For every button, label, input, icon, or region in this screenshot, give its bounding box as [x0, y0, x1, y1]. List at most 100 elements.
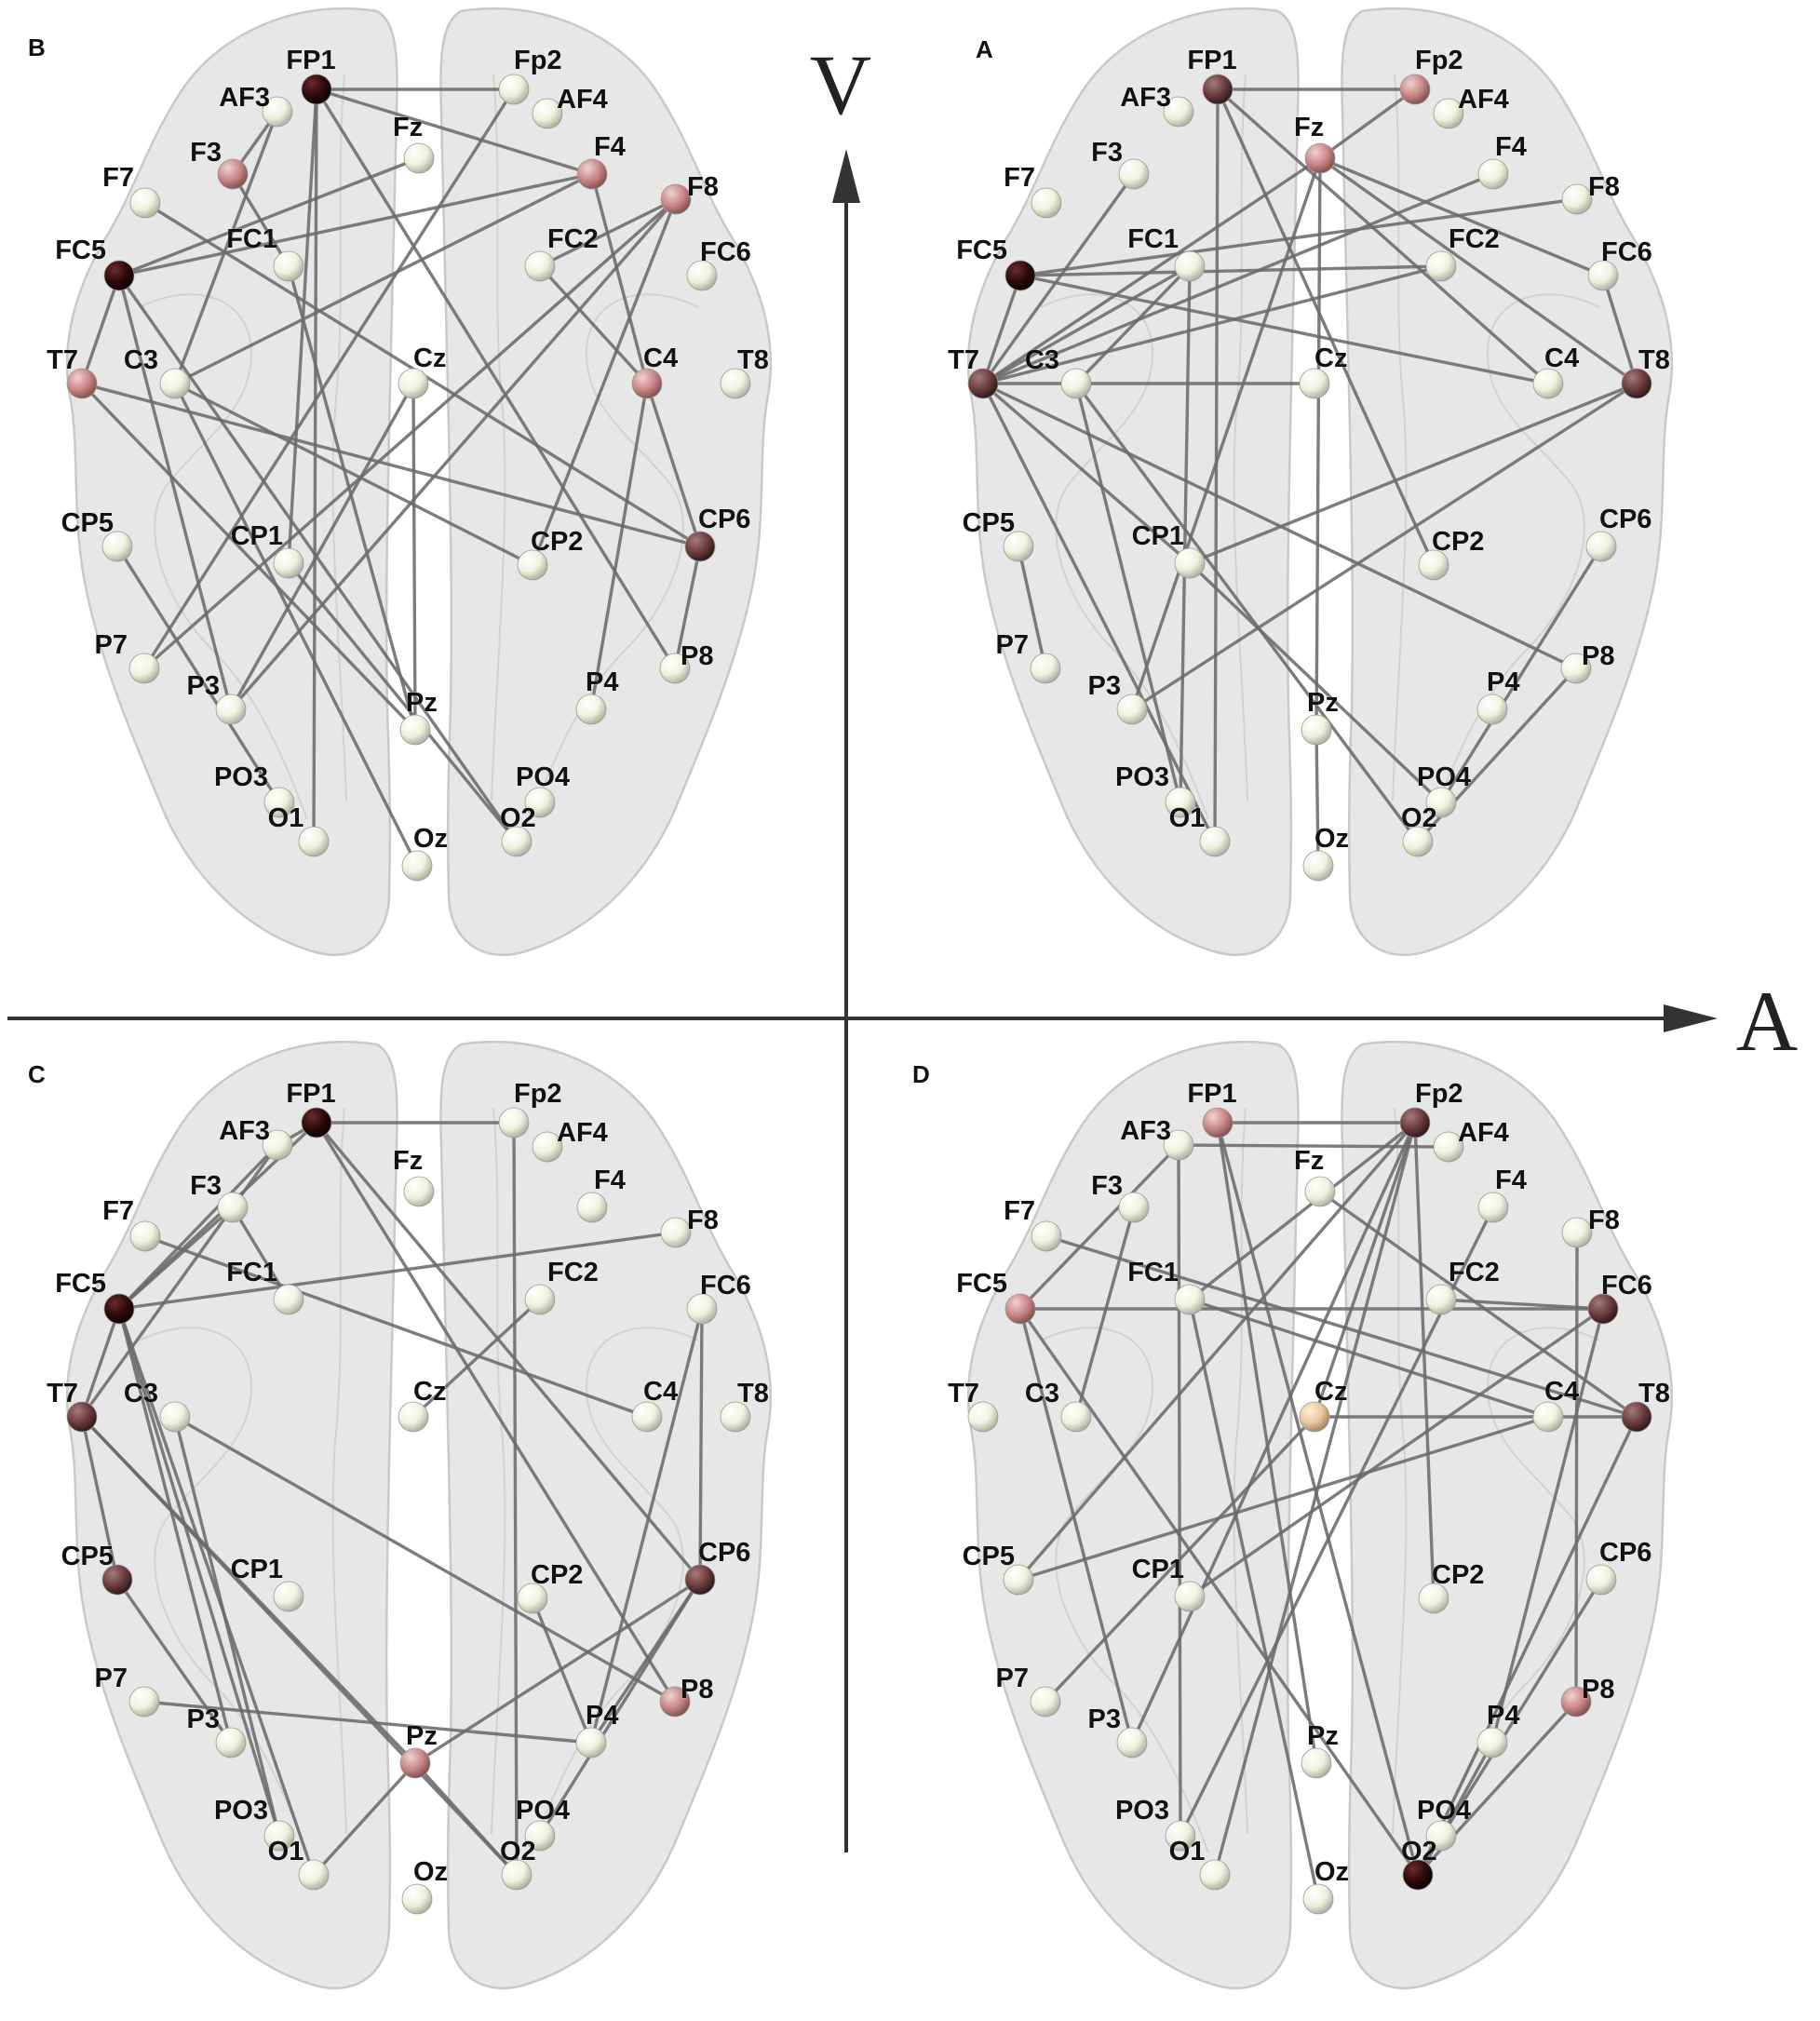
electrode-label: O1: [268, 1837, 304, 1866]
edge-fc5-o2: [1018, 1307, 1420, 1877]
electrode-label: CP1: [1132, 1555, 1184, 1584]
edge-fc5-o2: [117, 274, 519, 843]
electrode-node: [1003, 531, 1034, 562]
electrode-p7: P7: [995, 630, 1061, 684]
electrode-label: CP6: [698, 505, 750, 534]
electrode-label: F3: [1091, 138, 1123, 168]
electrode-label: C3: [1025, 1379, 1059, 1408]
edge-fc6-p4: [1490, 1307, 1605, 1745]
electrode-node: [1418, 549, 1449, 581]
electrode-label: F3: [1091, 1171, 1123, 1201]
electrode-node: [129, 1220, 161, 1252]
electrode-cp6: CP6: [684, 505, 751, 562]
electrode-node: [1163, 96, 1194, 128]
edge-fc5-p3: [117, 1307, 233, 1745]
electrode-node: [1003, 1564, 1034, 1596]
electrode-node: [1060, 1401, 1092, 1433]
electrode-label: P7: [95, 1664, 128, 1693]
electrode-node: [660, 183, 692, 215]
left-medial-fold: [331, 74, 347, 802]
edge-c4-cp6: [645, 382, 702, 548]
edge-fz-fc6: [1318, 156, 1605, 277]
electrode-cp1: CP1: [1131, 1555, 1206, 1612]
edge-f4-fc5: [117, 172, 594, 277]
electrode-node: [532, 1131, 563, 1163]
electrode-node: [1477, 1192, 1509, 1223]
electrode-fc1: FC1: [1127, 1258, 1206, 1315]
edge-fc5-c4: [1018, 274, 1550, 385]
edge-fz-p3: [1130, 156, 1322, 711]
electrode-node: [576, 158, 608, 190]
electrode-node: [301, 1107, 332, 1138]
electrode-label: FC2: [547, 1258, 599, 1287]
electrode-f7: F7: [102, 163, 161, 219]
electrode-node: [501, 1859, 533, 1891]
electrode-label: P7: [996, 630, 1029, 660]
right-medial-fold: [491, 74, 506, 802]
edge-c3-po3: [173, 1415, 281, 1838]
electrode-label: PO4: [516, 1796, 570, 1826]
electrode-node: [720, 368, 751, 399]
electrode-node: [399, 714, 431, 746]
electrode-label: P8: [1582, 641, 1614, 671]
electrode-po4: PO4: [1417, 762, 1472, 818]
electrode-node: [1304, 142, 1336, 174]
electrode-p4: P4: [575, 667, 619, 725]
edge-af3-c3: [173, 110, 279, 385]
edge-fp1-o1: [312, 88, 318, 843]
electrode-label: O1: [268, 803, 304, 833]
edge-c3-f3: [1074, 1206, 1136, 1419]
electrode-fc5: FC5: [55, 1269, 135, 1325]
electrode-p7: P7: [94, 1664, 160, 1718]
electrode-label: P7: [996, 1664, 1029, 1693]
electrode-fc2: FC2: [524, 1258, 599, 1315]
edge-f8-p7: [142, 197, 678, 670]
electrode-t8: T8: [720, 345, 769, 399]
electrode-label: CP1: [231, 521, 283, 551]
edge-fc5-p3: [1018, 1307, 1134, 1745]
electrode-cp1: CP1: [230, 521, 304, 579]
electrode-node: [215, 694, 247, 725]
electrode-label: F8: [687, 172, 719, 202]
edge-f8-cp2: [531, 197, 678, 567]
edge-af3-fc5: [1018, 1143, 1180, 1311]
electrode-node: [1199, 826, 1231, 857]
edge-af3-po3: [1177, 1143, 1182, 1838]
electrode-label: FC2: [547, 224, 599, 254]
edge-t8-o2: [1416, 1415, 1638, 1877]
electrode-node: [1425, 1284, 1457, 1315]
electrode-label: AF4: [1458, 1118, 1509, 1148]
edge-fp1-p8: [315, 1121, 677, 1704]
electrode-label: Oz: [1314, 824, 1349, 854]
electrode-label: CP6: [1599, 505, 1651, 534]
electrode-node: [686, 1293, 718, 1325]
electrode-fp2: Fp2: [498, 46, 562, 105]
electrode-cp2: CP2: [517, 1560, 584, 1614]
left-inner-fold: [139, 293, 308, 820]
electrode-fc6: FC6: [1587, 237, 1652, 291]
electrode-cz: Cz: [398, 344, 447, 399]
electrode-oz: Oz: [401, 1857, 449, 1915]
electrode-fc2: FC2: [524, 224, 599, 282]
electrode-label: T7: [47, 345, 78, 375]
electrode-label: F7: [1004, 1196, 1035, 1226]
electrode-po4: PO4: [516, 762, 571, 818]
edge-fc2-fc6: [1439, 1298, 1605, 1311]
electrode-o1: O1: [1168, 1837, 1231, 1891]
electrode-label: FC6: [700, 1271, 751, 1300]
electrode-node: [524, 787, 556, 818]
electrode-label: Cz: [1314, 344, 1347, 373]
electrode-node: [66, 1401, 98, 1433]
edge-f8-p3: [229, 197, 678, 711]
electrode-c3: C3: [123, 1379, 191, 1433]
electrode-node: [1302, 850, 1334, 882]
electrode-o1: O1: [267, 1837, 330, 1891]
electrode-t8: T8: [1621, 1379, 1670, 1433]
edge-f8-fc5: [1018, 197, 1579, 277]
electrode-o1: O1: [1168, 803, 1231, 857]
edge-fz-fc5: [117, 156, 421, 277]
electrode-fc2: FC2: [1425, 224, 1500, 282]
electrode-node: [1621, 368, 1652, 399]
electrode-fc5: FC5: [956, 236, 1036, 291]
